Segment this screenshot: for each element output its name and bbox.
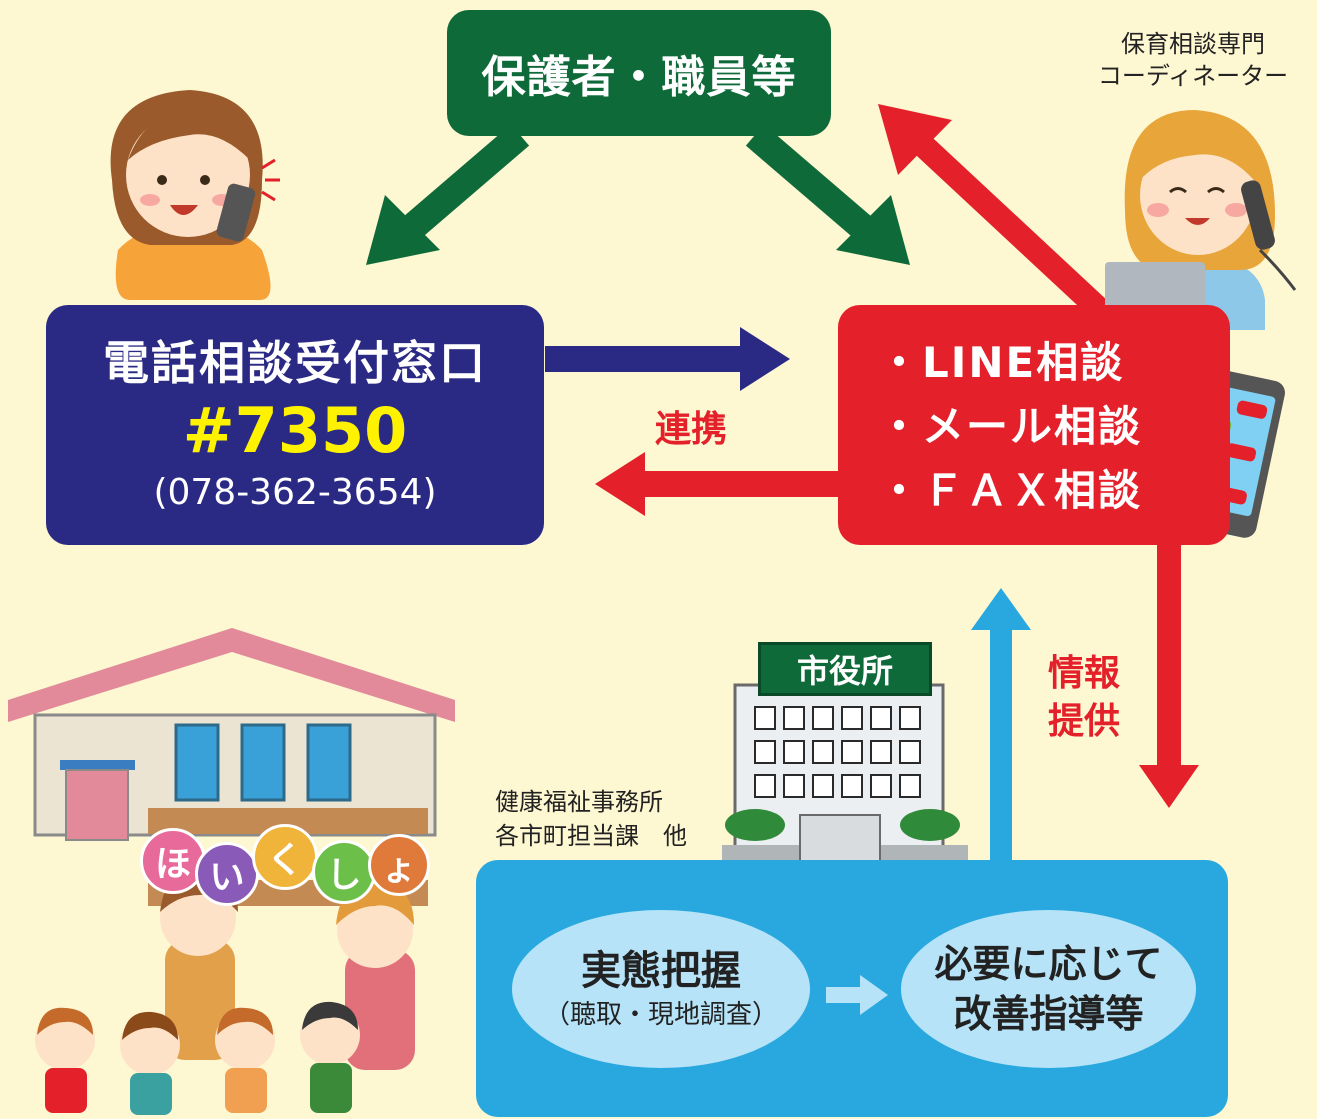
city-hall-window [841,774,863,798]
phone-box-number: #7350 [182,394,408,467]
nursery-sign-char: い [195,842,259,906]
city-hall-window [870,740,892,764]
office-caption-line1: 健康福祉事務所 [495,788,663,816]
city-hall-window [899,706,921,730]
teachers-children-illustration [35,869,415,1115]
city-hall-window [812,740,834,764]
city-hall-window [870,774,892,798]
blue-arrow-up [971,588,1031,865]
city-hall-window [841,740,863,764]
phone-box-title: 電話相談受付窓口 [103,336,487,390]
link-label: 連携 [655,409,728,450]
city-hall-window [812,774,834,798]
city-hall-sign: 市役所 [758,642,932,696]
city-hall-window [783,774,805,798]
city-hall-window [754,706,776,730]
nursery-sign-char: し [312,840,376,904]
step1-title: 実態把握 [581,948,741,994]
nursery-sign-char: く [252,824,318,890]
coordinator-illustration [1100,110,1297,330]
step2-line1: 必要に応じて [934,942,1163,986]
city-hall-window [783,706,805,730]
online-item: ・メール相談 [878,402,1143,451]
online-items-list: ・LINE相談・メール相談・ＦＡＸ相談 [878,331,1142,523]
city-hall-window [754,774,776,798]
nursery-sign-char: ほ [140,828,206,894]
guardians-staff-box: 保護者・職員等 [447,10,831,136]
online-item: ・ＦＡＸ相談 [878,466,1143,515]
nursery-sign: ほいくしょ [140,820,440,906]
city-hall-windows [754,706,921,798]
step2-ellipse: 必要に応じて 改善指導等 [901,910,1196,1068]
info-provision-label: 情報 提供 [1048,650,1120,746]
coordinator-caption: 保育相談専門 コーディネーター [1088,28,1298,92]
coordinator-caption-line2: コーディネーター [1097,62,1289,90]
step1-ellipse: 実態把握 （聴取・現地調査） [512,910,810,1068]
mother-phone-illustration [110,90,280,300]
city-hall-window [899,774,921,798]
city-hall-window [754,740,776,764]
red-arrow-left [595,452,840,516]
red-arrow-up [878,104,1109,319]
process-arrow [826,975,888,1019]
city-hall-window [899,740,921,764]
city-hall-window [841,706,863,730]
guardians-staff-label: 保護者・職員等 [481,52,797,103]
city-hall-sign-text: 市役所 [796,652,893,690]
office-caption-line2: 各市町担当課 他 [495,822,687,850]
office-caption: 健康福祉事務所 各市町担当課 他 [495,785,687,853]
step1-sub: （聴取・現地調査） [543,1000,778,1030]
online-item: ・LINE相談 [878,338,1125,387]
city-hall-window [783,740,805,764]
red-arrow-down [1139,540,1199,808]
nursery-sign-char: ょ [368,834,430,896]
info-label-line2: 提供 [1048,701,1121,742]
step2-line2: 改善指導等 [953,992,1144,1036]
phone-box-tel: (078-362-3654) [153,472,437,513]
green-arrow-right [745,124,910,265]
city-hall-window [812,706,834,730]
phone-consultation-box: 電話相談受付窓口 #7350 (078-362-3654) [46,305,544,545]
info-label-line1: 情報 [1048,653,1121,694]
online-consultation-box: ・LINE相談・メール相談・ＦＡＸ相談 [838,305,1230,545]
city-hall-window [870,706,892,730]
green-arrow-left [366,124,530,265]
process-panel: 実態把握 （聴取・現地調査） 必要に応じて 改善指導等 [476,860,1228,1117]
coordinator-caption-line1: 保育相談専門 [1121,30,1265,58]
navy-arrow-right [545,327,790,391]
nursery-building-illustration [8,628,455,906]
